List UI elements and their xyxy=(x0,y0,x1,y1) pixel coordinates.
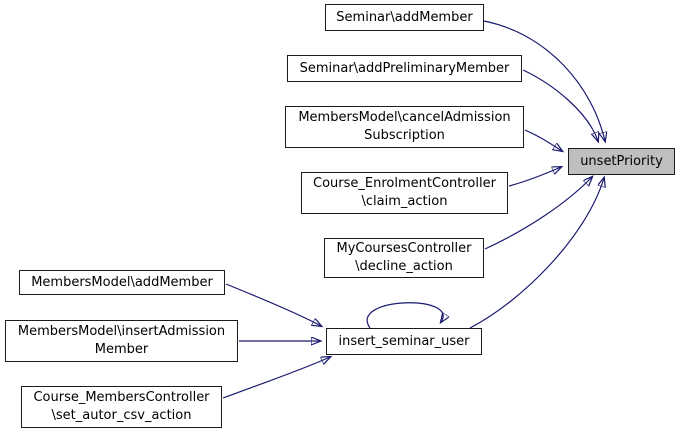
node-membersmodel-canceladmission-subscription[interactable]: MembersModel\cancelAdmission Subscriptio… xyxy=(285,106,524,148)
edge-insert-seminar-user-to-unsetpriority xyxy=(469,178,604,329)
edge-seminar-addpreliminarymember-to-unsetpriority xyxy=(522,69,598,141)
edge-set-autor-csv-action-to-insert-seminar-user xyxy=(222,357,330,399)
node-membersmodel-insertadmission-member[interactable]: MembersModel\insertAdmission Member xyxy=(5,320,238,362)
node-seminar-addmember[interactable]: Seminar\addMember xyxy=(325,4,484,31)
edge-membersmodel-addmember-to-insert-seminar-user xyxy=(225,283,321,326)
node-insert-seminar-user[interactable]: insert_seminar_user xyxy=(326,328,482,355)
node-unsetpriority: unsetPriority xyxy=(568,148,675,175)
edge-insert-seminar-user-self-loop xyxy=(366,302,443,329)
edge-canceladmission-to-unsetpriority xyxy=(524,129,562,151)
edge-claim-action-to-unsetpriority xyxy=(508,167,561,187)
node-seminar-addpreliminarymember[interactable]: Seminar\addPreliminaryMember xyxy=(287,55,522,82)
node-course-memberscontroller-set-autor-csv-action[interactable]: Course_MembersController \set_autor_csv_… xyxy=(21,386,222,428)
node-membersmodel-addmember[interactable]: MembersModel\addMember xyxy=(19,270,225,295)
edge-decline-action-to-unsetpriority xyxy=(484,177,592,250)
node-mycoursescontroller-decline-action[interactable]: MyCoursesController \decline_action xyxy=(324,238,484,278)
node-course-enrolmentcontroller-claim-action[interactable]: Course_EnrolmentController \claim_action xyxy=(301,172,508,214)
edge-seminar-addmember-to-unsetpriority xyxy=(483,20,605,141)
